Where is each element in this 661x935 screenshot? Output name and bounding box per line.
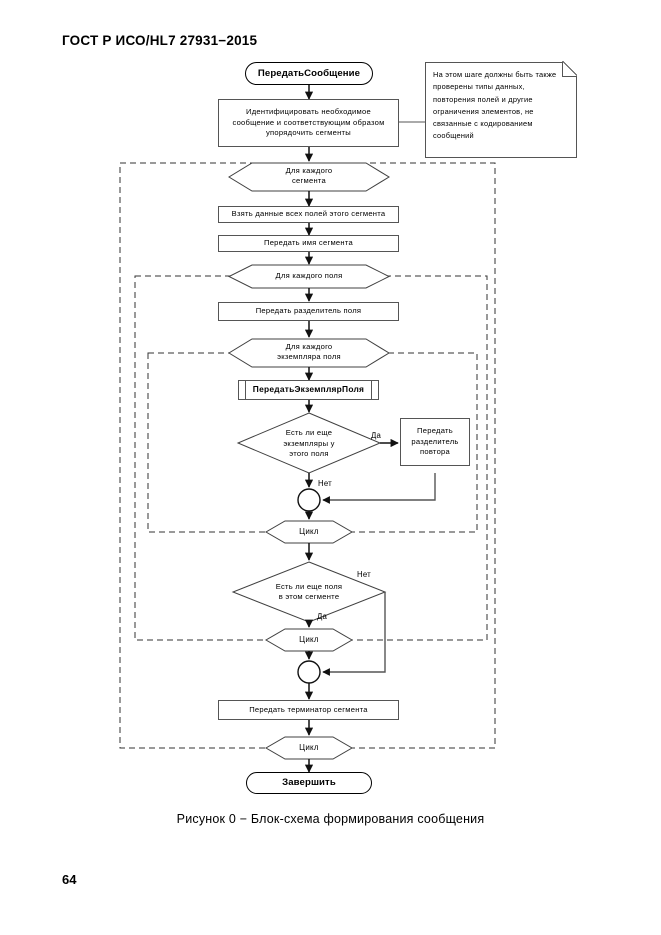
node-take-field-data-label: Взять данные всех полей этого сегмента <box>231 209 386 219</box>
arrow-fields-no-to-merge <box>322 592 386 676</box>
node-start: ПередатьСообщение <box>245 62 373 85</box>
node-end: Завершить <box>246 772 372 794</box>
hexagon-loop-fields <box>265 628 353 652</box>
node-send-segment-terminator-label: Передать терминатор сегмента <box>249 704 368 714</box>
hexagon-for-each-instance <box>228 338 390 368</box>
hexagon-for-each-field <box>227 264 391 289</box>
node-annotation-text: На этом шаге должны быть также проверены… <box>433 70 557 141</box>
edge-label-fields-no: Нет <box>357 570 371 579</box>
node-send-field-separator-label: Передать разделитель поля <box>255 306 362 316</box>
node-send-segment-name: Передать имя сегмента <box>218 235 399 252</box>
node-identify-message: Идентифицировать необходимое сообщение и… <box>218 99 399 147</box>
figure-caption: Рисунок 0 − Блок-схема формирования сооб… <box>176 812 485 826</box>
page-number: 64 <box>62 872 77 887</box>
node-send-repeat-separator-line2: разделитель <box>411 436 459 446</box>
node-identify-message-label: Идентифицировать необходимое сообщение и… <box>232 106 385 138</box>
note-fold-corner <box>562 61 577 77</box>
node-start-label: ПередатьСообщение <box>257 67 361 79</box>
edge-label-fields-yes: Да <box>317 612 328 621</box>
arrow-repeat-separator-back-to-merge <box>322 473 436 504</box>
node-annotation: На этом шаге должны быть также проверены… <box>425 61 577 158</box>
node-end-label: Завершить <box>282 777 336 789</box>
flowchart-connectors <box>119 85 496 773</box>
hexagon-loop-instances <box>265 520 353 544</box>
hexagon-loop-segments <box>265 736 353 760</box>
merge-circle-instances <box>297 488 321 512</box>
node-send-segment-terminator: Передать терминатор сегмента <box>218 700 399 720</box>
edge-label-instances-no: Нет <box>318 479 332 488</box>
node-send-field-separator: Передать разделитель поля <box>218 302 399 321</box>
merge-circle-fields <box>297 660 321 684</box>
node-take-field-data: Взять данные всех полей этого сегмента <box>218 206 399 223</box>
document-header: ГОСТ Р ИСО/HL7 27931−2015 <box>62 33 258 48</box>
node-send-field-instance: ПередатьЭкземплярПоля <box>238 380 379 400</box>
diamond-more-instances <box>236 412 382 474</box>
node-send-repeat-separator-line1: Передать <box>417 425 453 435</box>
node-send-field-instance-label: ПередатьЭкземплярПоля <box>252 384 365 395</box>
edge-label-instances-yes: Да <box>371 431 382 440</box>
node-send-segment-name-label: Передать имя сегмента <box>264 238 353 248</box>
node-send-repeat-separator: Передать разделитель повтора <box>400 418 470 466</box>
hexagon-for-each-segment <box>228 162 390 192</box>
flowchart: ПередатьСообщение Идентифицировать необх… <box>119 61 577 794</box>
node-send-repeat-separator-line3: повтора <box>419 447 450 457</box>
